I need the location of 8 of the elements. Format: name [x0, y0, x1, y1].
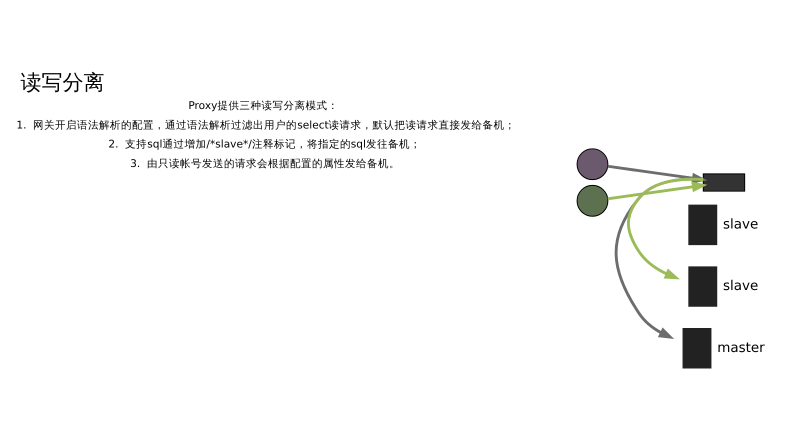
node-label: slave: [723, 216, 758, 232]
label: 3. 由只读帐号发送的请求会根据配置的属性发给备机。: [130, 157, 400, 170]
diagram-title: 读写分离: [20, 69, 105, 94]
label: 2. 支持sql通过增加/*slave*/注释标记，将指定的sql发往备机；: [108, 138, 421, 150]
label: 1. 网关开启语法解析的配置，通过语法解析过滤出用户的select读请求，默认把读请求直接发给备机；: [16, 118, 516, 131]
node-label: master: [717, 339, 765, 356]
node-label: slave: [723, 278, 758, 294]
label: Proxy提供三种读写分离模式：: [188, 100, 338, 112]
